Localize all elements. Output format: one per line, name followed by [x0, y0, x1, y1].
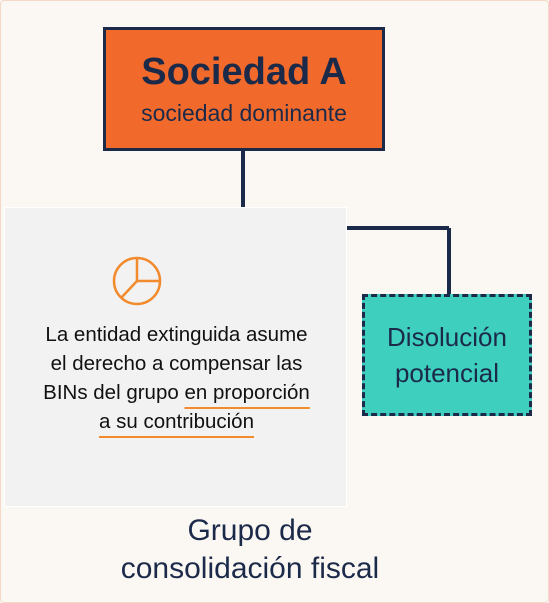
info-line-4: a su contribución — [5, 407, 348, 436]
info-text: La entidad extinguida asume el derecho a… — [5, 320, 348, 436]
info-line-3: BINs del grupo en proporción — [5, 378, 348, 407]
info-line-1: La entidad extinguida asume — [45, 323, 308, 346]
parent-company-subtitle: sociedad dominante — [141, 100, 347, 126]
child-line-2: potencial — [394, 358, 500, 388]
child-line-1: Disolución — [387, 322, 507, 352]
parent-company-title: Sociedad A — [141, 51, 347, 93]
pie-chart-icon — [112, 256, 162, 306]
group-label-line-2: consolidación fiscal — [120, 552, 380, 585]
group-label: Grupo de consolidación fiscal — [70, 512, 430, 588]
info-line-2: el derecho a compensar las — [50, 352, 303, 375]
parent-company-box: Sociedad A sociedad dominante — [103, 27, 385, 151]
group-label-line-1: Grupo de — [187, 514, 313, 547]
info-highlight-1: en proporción — [184, 381, 310, 404]
potential-dissolution-box: Disolución potencial — [362, 294, 532, 416]
info-line-3-plain: BINs del grupo — [43, 381, 185, 404]
info-highlight-2: a su contribución — [99, 410, 254, 433]
info-card: La entidad extinguida asume el derecho a… — [4, 207, 347, 507]
